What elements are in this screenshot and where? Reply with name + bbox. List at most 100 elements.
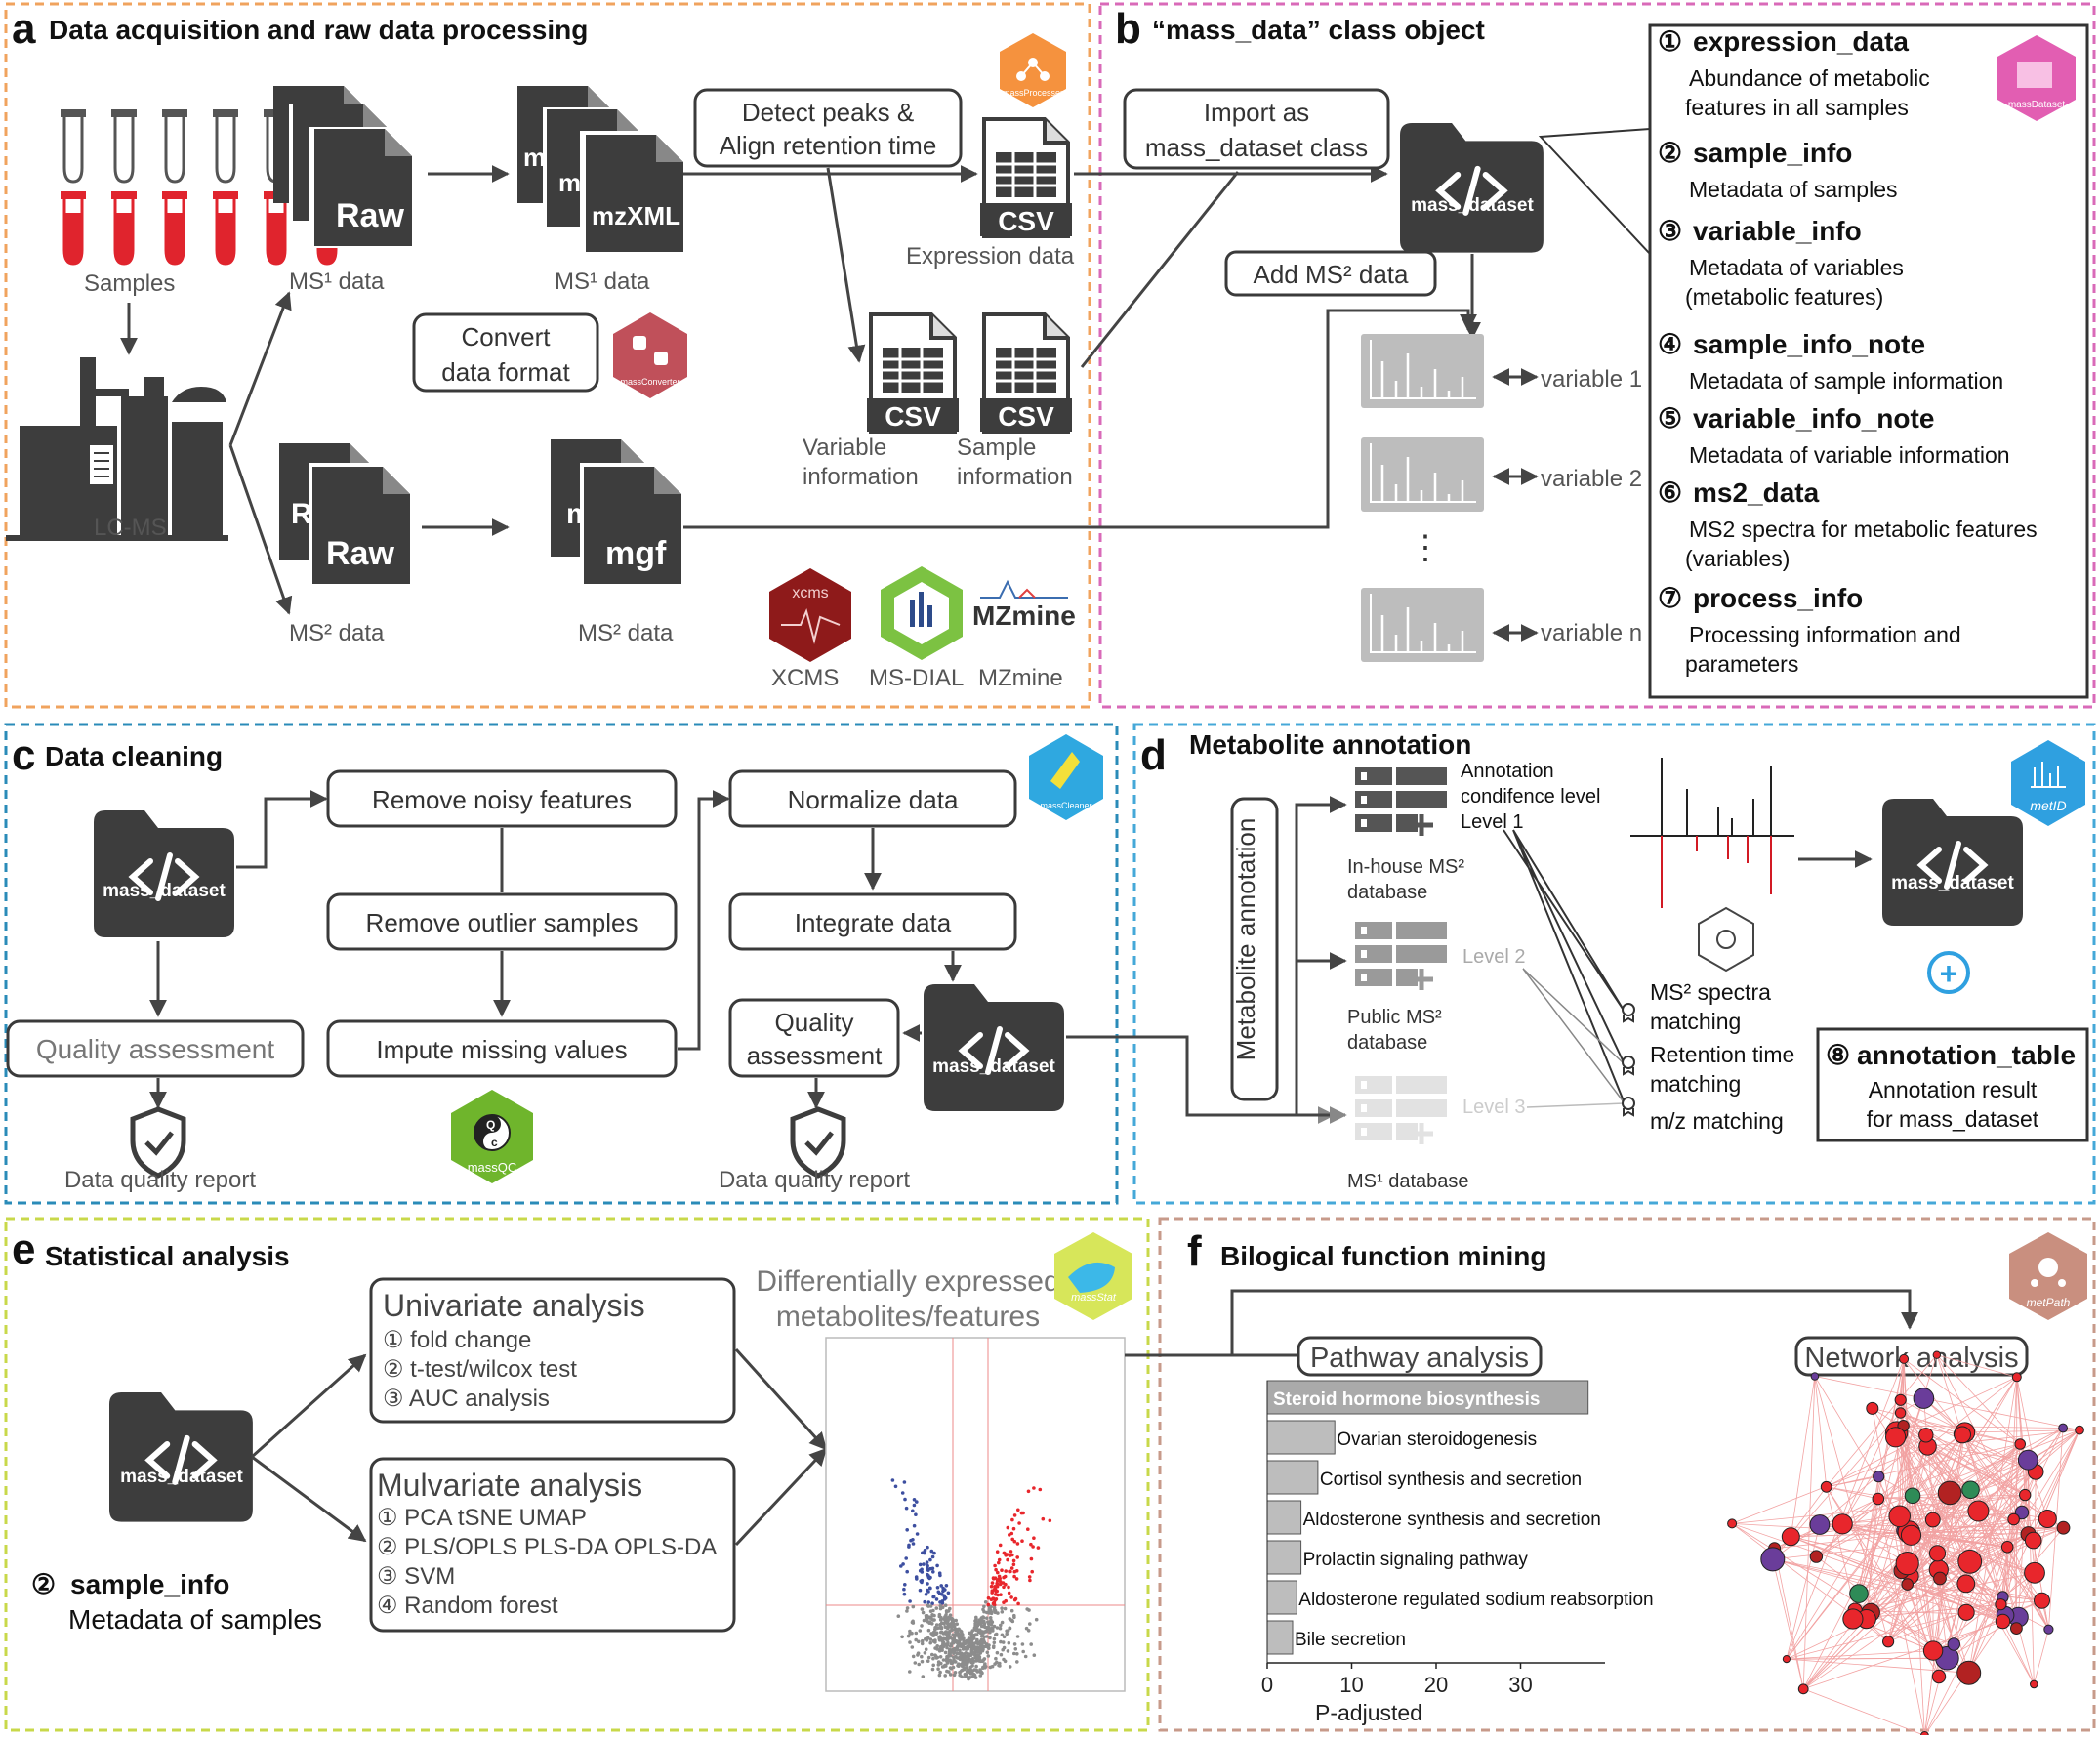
panel-f: f Bilogical function mining Pathway anal… bbox=[1187, 1227, 2087, 1735]
volcano-point bbox=[952, 1666, 956, 1670]
slot-name: expression_data bbox=[1693, 26, 1909, 57]
network-edge bbox=[1803, 1377, 1815, 1689]
mass-dataset-folder-icon-c1 bbox=[94, 810, 234, 937]
volcano-point bbox=[953, 1674, 957, 1678]
volcano-point bbox=[951, 1648, 955, 1652]
detect-peaks-line2: Align retention time bbox=[720, 131, 937, 160]
multi-item-4: ④ Random forest bbox=[377, 1593, 558, 1619]
public-line1: Public MS² bbox=[1347, 1007, 1442, 1028]
volcano-point bbox=[1024, 1655, 1028, 1659]
volcano-point bbox=[950, 1624, 954, 1628]
volcano-point bbox=[980, 1634, 984, 1637]
volcano-point bbox=[957, 1635, 961, 1638]
volcano-point bbox=[930, 1550, 934, 1554]
slot-number: ② bbox=[1658, 138, 1682, 168]
volcano-point bbox=[944, 1603, 948, 1607]
volcano-point bbox=[1009, 1665, 1012, 1669]
msdial-logo bbox=[881, 566, 963, 660]
volcano-point bbox=[1004, 1569, 1008, 1573]
volcano-point bbox=[973, 1624, 977, 1628]
slot-desc-1: Processing information and bbox=[1689, 622, 1961, 647]
volcano-point bbox=[999, 1627, 1003, 1631]
volcano-point bbox=[941, 1606, 945, 1610]
volcano-point bbox=[994, 1590, 998, 1594]
volcano-point bbox=[945, 1610, 949, 1614]
network-node bbox=[2044, 1625, 2053, 1634]
volcano-point bbox=[1010, 1518, 1014, 1522]
volcano-point bbox=[945, 1659, 949, 1663]
volcano-point bbox=[927, 1577, 931, 1581]
volcano-point bbox=[969, 1668, 973, 1672]
volcano-point bbox=[1015, 1660, 1019, 1664]
volcano-point bbox=[927, 1629, 931, 1633]
network-node bbox=[1925, 1512, 1940, 1527]
volcano-point bbox=[998, 1575, 1002, 1579]
volcano-point bbox=[1013, 1598, 1017, 1602]
volcano-point bbox=[933, 1628, 937, 1632]
panel-c-title: Data cleaning bbox=[45, 741, 223, 771]
network-node bbox=[2025, 1562, 2045, 1583]
tool-mzmine-label: MZmine bbox=[978, 665, 1063, 691]
volcano-point bbox=[967, 1676, 970, 1679]
panel-e: e Statistical analysis mass_dataset Univ… bbox=[12, 1225, 1132, 1691]
volcano-point bbox=[1012, 1563, 1016, 1567]
volcano-point bbox=[1003, 1552, 1007, 1555]
volcano-point bbox=[992, 1602, 996, 1606]
volcano-point bbox=[919, 1629, 923, 1633]
metid-logo-text: metID bbox=[2030, 798, 2066, 813]
level-3-label: Level 3 bbox=[1462, 1097, 1526, 1118]
volcano-point bbox=[900, 1636, 904, 1639]
volcano-point bbox=[919, 1589, 923, 1593]
volcano-point bbox=[1020, 1539, 1024, 1543]
volcano-point bbox=[994, 1568, 998, 1572]
pathway-analysis-label: Pathway analysis bbox=[1310, 1343, 1529, 1374]
volcano-point bbox=[994, 1593, 998, 1596]
volcano-point bbox=[915, 1577, 919, 1581]
volcano-point bbox=[1002, 1586, 1006, 1590]
volcano-point bbox=[1010, 1566, 1014, 1570]
volcano-point bbox=[908, 1599, 912, 1603]
volcano-point bbox=[999, 1544, 1003, 1548]
volcano-point bbox=[952, 1651, 956, 1655]
mass-dataset-label-e: mass_dataset bbox=[120, 1467, 243, 1487]
network-node bbox=[1996, 1599, 2006, 1610]
volcano-point bbox=[935, 1597, 939, 1601]
import-line2: mass_dataset class bbox=[1145, 133, 1368, 162]
network-node bbox=[1761, 1548, 1785, 1571]
integrate-label: Integrate data bbox=[795, 908, 952, 937]
volcano-point bbox=[926, 1546, 929, 1550]
network-node bbox=[1932, 1670, 1945, 1682]
volcano-point bbox=[955, 1622, 959, 1626]
sample-info-num: ② bbox=[31, 1569, 56, 1599]
mz-matching-label: m/z matching bbox=[1650, 1108, 1784, 1134]
network-node bbox=[2031, 1680, 2038, 1688]
volcano-point bbox=[926, 1573, 929, 1577]
volcano-point bbox=[997, 1561, 1001, 1565]
variable-n-label: variable n bbox=[1541, 620, 1642, 646]
slot-number: ③ bbox=[1658, 216, 1682, 246]
volcano-point bbox=[962, 1657, 966, 1661]
panel-a: a Data acquisition and raw data processi… bbox=[6, 5, 1076, 691]
network-node bbox=[1873, 1493, 1884, 1505]
network-node bbox=[1957, 1575, 1975, 1593]
volcano-point bbox=[993, 1564, 997, 1568]
volcano-point bbox=[950, 1642, 954, 1646]
volcano-point bbox=[1028, 1579, 1032, 1583]
network-node bbox=[1914, 1388, 1934, 1409]
volcano-point bbox=[904, 1556, 908, 1560]
volcano-point bbox=[991, 1581, 995, 1585]
mgf-text: mgf bbox=[605, 535, 667, 572]
panel-b-letter: b bbox=[1115, 5, 1141, 53]
volcano-point bbox=[1004, 1607, 1008, 1611]
volcano-point bbox=[1027, 1629, 1031, 1633]
pathway-x-label: P-adjusted bbox=[1315, 1700, 1422, 1725]
medal-icon-3 bbox=[1623, 1098, 1634, 1115]
volcano-point bbox=[911, 1645, 915, 1649]
volcano-point bbox=[921, 1579, 925, 1583]
network-node bbox=[1929, 1546, 1945, 1561]
volcano-point bbox=[940, 1631, 944, 1635]
volcano-point bbox=[906, 1606, 910, 1610]
volcano-point bbox=[992, 1644, 996, 1648]
volcano-point bbox=[982, 1605, 986, 1609]
network-node bbox=[1811, 1373, 1819, 1381]
